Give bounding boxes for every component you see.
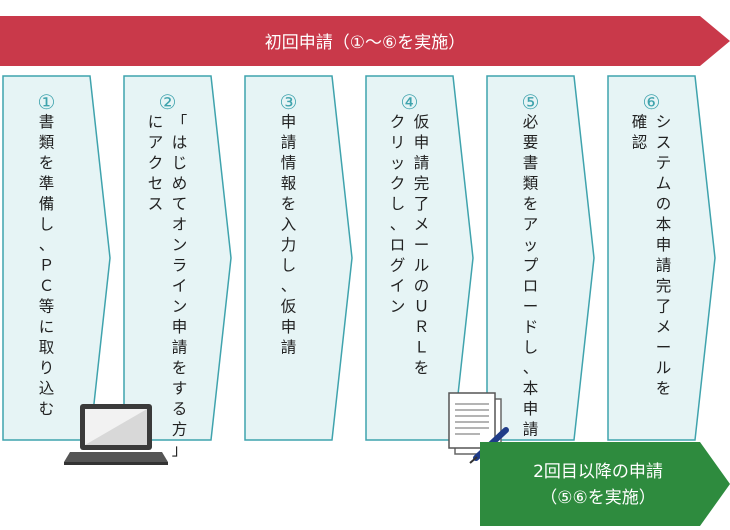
- step-2-text-column-2: にアクセス: [148, 113, 164, 213]
- step-boxes: ①書類を準備し、ＰＣ等に取り込む②「はじめてオンライン申請をする方」にアクセス③…: [2, 75, 716, 459]
- step-2-box: [123, 75, 232, 441]
- step-2-text-column-1: 「はじめてオンライン申請をする方」: [172, 113, 188, 459]
- initial-application-label: 初回申請（①～⑥を実施）: [265, 33, 465, 53]
- step-3-number: ③: [280, 90, 298, 114]
- step-4-box: [365, 75, 474, 441]
- step-6-text-column-1: システムの本申請完了メールを: [656, 113, 672, 398]
- step-6-text-column-2: 確認: [632, 113, 648, 152]
- laptop-icon: [64, 404, 168, 465]
- repeat-application-label-line1: 2回目以降の申請: [533, 462, 663, 482]
- step-3-text-column-1: 申請情報を入力し、仮申請: [281, 113, 297, 357]
- step-5-text-column-1: 必要書類をアップロードし、本申請: [523, 113, 539, 439]
- step-1-text-column-1: 書類を準備し、ＰＣ等に取り込む: [39, 113, 55, 418]
- step-2: ②「はじめてオンライン申請をする方」にアクセス: [123, 75, 232, 459]
- repeat-application-banner: 2回目以降の申請 （⑤⑥を実施）: [480, 442, 730, 526]
- repeat-application-arrow: [480, 442, 730, 526]
- step-5-number: ⑤: [522, 90, 540, 114]
- step-5-box: [486, 75, 595, 441]
- initial-application-arrow: [0, 16, 730, 66]
- step-1-number: ①: [38, 90, 56, 114]
- step-1-box: [2, 75, 111, 441]
- step-4-text-column-2: クリックし、ログイン: [390, 113, 406, 316]
- step-6-number: ⑥: [643, 90, 661, 114]
- step-3-box: [244, 75, 353, 441]
- initial-application-banner: 初回申請（①～⑥を実施）: [0, 16, 730, 66]
- document-pen-icon: [448, 392, 509, 464]
- step-6-box: [607, 75, 716, 441]
- step-2-number: ②: [159, 90, 177, 114]
- step-4-number: ④: [401, 90, 419, 114]
- step-4-text-column-1: 仮申請完了メールのＵＲＬを: [414, 113, 430, 377]
- repeat-application-label-line2: （⑤⑥を実施）: [540, 488, 655, 508]
